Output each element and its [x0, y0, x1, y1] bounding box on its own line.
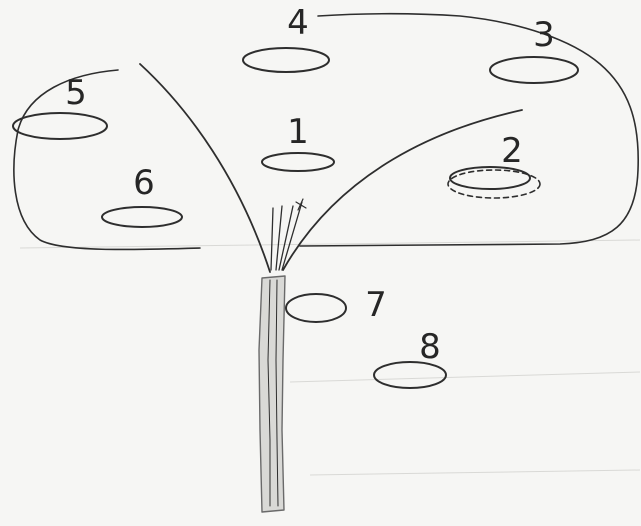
node-1-label: 1 — [287, 112, 309, 152]
node-7-label: 7 — [365, 285, 387, 325]
node-4-ellipse — [243, 48, 329, 72]
branch-left — [140, 64, 270, 272]
trunk — [259, 276, 285, 512]
node-5: 5 — [13, 73, 107, 139]
node-4-label: 4 — [287, 3, 309, 43]
node-4: 4 — [243, 3, 329, 72]
node-2-halo — [448, 170, 540, 198]
paper-lines — [20, 240, 640, 475]
node-3-ellipse — [490, 57, 578, 83]
node-7-ellipse — [286, 294, 346, 322]
branches — [140, 64, 522, 272]
node-1-ellipse — [262, 153, 334, 171]
node-6: 6 — [102, 163, 182, 227]
node-3: 3 — [490, 15, 578, 83]
node-1: 1 — [262, 112, 334, 171]
node-2: 2 — [448, 131, 540, 198]
node-3-label: 3 — [533, 15, 555, 55]
node-6-ellipse — [102, 207, 182, 227]
node-5-ellipse — [13, 113, 107, 139]
node-7: 7 — [286, 285, 387, 325]
node-2-label: 2 — [501, 131, 523, 171]
node-6-label: 6 — [133, 163, 155, 203]
node-8-label: 8 — [419, 327, 441, 367]
node-5-label: 5 — [65, 73, 87, 113]
